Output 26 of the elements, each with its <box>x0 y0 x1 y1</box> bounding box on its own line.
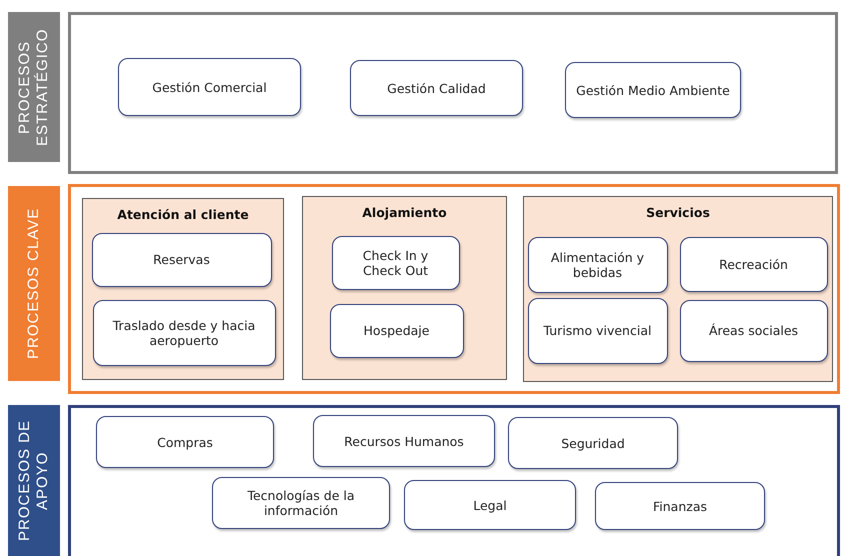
process-box: Hospedaje <box>330 304 464 358</box>
process-box: Legal <box>404 480 576 530</box>
process-box: Áreas sociales <box>680 300 828 362</box>
process-box: Recursos Humanos <box>313 415 495 467</box>
section-label: PROCESOS DE APOYO <box>8 405 60 556</box>
process-box: Gestión Comercial <box>118 58 301 116</box>
process-box: Traslado desde y hacia aeropuerto <box>92 300 276 366</box>
section-label: PROCESOS CLAVE <box>8 186 60 381</box>
process-box: Reservas <box>92 232 272 286</box>
process-box: Finanzas <box>595 482 765 530</box>
process-box: Recreación <box>680 236 828 292</box>
section-label: PROCESOS ESTRATÉGICO <box>8 12 60 162</box>
process-box: Gestión Medio Ambiente <box>565 62 741 118</box>
group-heading: Atención al cliente <box>117 207 249 222</box>
process-box: Tecnologías de la información <box>212 477 390 529</box>
process-box: Seguridad <box>508 417 678 469</box>
group-heading: Servicios <box>646 205 710 220</box>
group-panel <box>523 196 833 382</box>
process-box: Alimentación y bebidas <box>528 236 668 292</box>
process-box: Check In y Check Out <box>332 236 460 290</box>
group-panel <box>82 198 284 380</box>
process-box: Turismo vivencial <box>528 298 668 364</box>
group-heading: Alojamiento <box>362 205 447 220</box>
process-box: Compras <box>96 416 274 468</box>
process-box: Gestión Calidad <box>350 60 523 116</box>
group-panel <box>302 196 507 380</box>
